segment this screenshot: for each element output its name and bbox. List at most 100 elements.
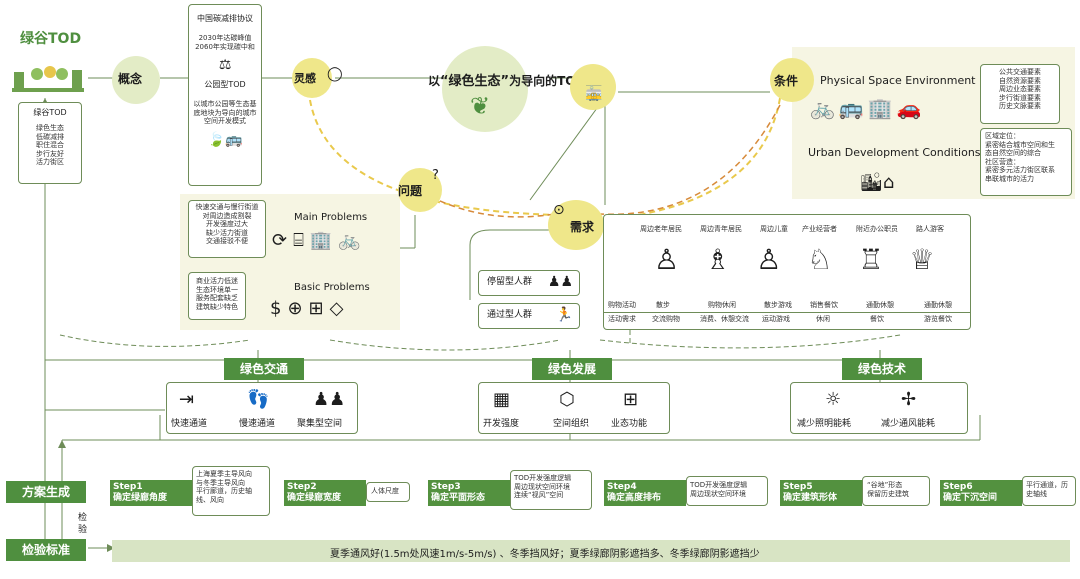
green-development-box: ▦ ⬡ ⊞ 开发强度 空间组织 业态功能 [478, 382, 670, 434]
physical-item: 公共交通要素 [999, 68, 1041, 76]
basic-problems-box: 商业活力低迷 生态环境单一 服务配套缺乏 建筑缺少特色 [188, 272, 246, 320]
step-note-line: 上海夏季主导风向 [196, 470, 252, 478]
strategy-item: 减少照明能耗 [797, 419, 852, 429]
basic-problems-title: Basic Problems [294, 282, 370, 293]
agreement-line: 2060年实现碳中和 [195, 42, 255, 51]
cube-icon: ⬡ [559, 389, 575, 410]
group-icon: ♟♟ [547, 274, 573, 290]
inspiration-node [292, 58, 332, 98]
left-keyword: 绿色生态 [36, 124, 64, 132]
wall-icon: ▦ [493, 389, 511, 410]
balance-scale-icon: ⚖ [218, 57, 232, 73]
left-keyword: 低碳减排 [36, 132, 64, 141]
basic-problem-line: 商业活力低迷 [196, 277, 238, 285]
row2-cell: 游览餐饮 [924, 315, 952, 323]
group-header: 路人游客 [916, 225, 944, 233]
center-title-quote: “绿色生态” [440, 74, 510, 89]
physical-title: Physical Space Environment [820, 74, 976, 87]
step-name: 确定高度排布 [607, 493, 662, 503]
grid-icon: ⊞ [623, 389, 639, 410]
green-technology-box: ☼ ✢ 减少照明能耗 减少通风能耗 [790, 382, 968, 434]
train-icon: 🚋 [585, 86, 603, 102]
step-note-line: 保留历史建筑 [867, 489, 909, 498]
urban-item: 紧密结合城市空间和生 [985, 140, 1055, 149]
needs-label: 需求 [570, 220, 595, 234]
center-title-pre: 以 [428, 74, 441, 88]
step-number: Step5 [783, 482, 813, 492]
urban-title: Urban Development Conditions [808, 146, 981, 159]
step-note-line: 平行廊道，历史轴 [196, 487, 252, 495]
green-traffic-box: ⇥ 👣 ♟♟ 快速通道 慢速通道 聚集型空间 [166, 382, 358, 434]
concept-node [112, 56, 160, 104]
step-note-line: 线、风向 [196, 495, 224, 504]
step-5-note: “谷地”形态 保留历史建筑 [862, 476, 930, 506]
basic-problem-line: 服务配套缺乏 [196, 294, 238, 302]
bulb-icon: ◯ [327, 66, 343, 82]
runner-icon: 🏃 [555, 307, 573, 323]
step-number: Step4 [607, 482, 637, 492]
search-icon: ⊙ [553, 202, 565, 218]
fast-lane-icon: ⇥ [179, 389, 195, 410]
step-note-line: 连续“视风”空间 [514, 491, 564, 499]
park-tod-line: 空间开发模式 [204, 117, 246, 125]
row2-cell: 消费、休憩交流 [700, 315, 749, 323]
physical-item: 历史文脉要素 [999, 102, 1041, 110]
physical-item: 自然资源要素 [999, 76, 1041, 85]
main-problem-line: 快速交通与慢行街道 [195, 203, 259, 211]
basic-problem-line: 生态环境单一 [196, 285, 238, 294]
urban-item: 紧密多元活力街区联系 [985, 166, 1055, 174]
main-problem-line: 交通接驳不便 [206, 237, 248, 245]
basic-problem-line: 建筑缺少特色 [196, 302, 238, 311]
step-note-line: TOD开发强度逻辑 [690, 481, 748, 489]
strategy-item: 业态功能 [611, 419, 648, 429]
urban-item: 态自然空间的综合 [985, 149, 1041, 157]
concept-box: 中国碳减排协议 2030年达碳峰值 2060年实现碳中和 ⚖ 公园型TOD 以城… [188, 4, 262, 186]
standard-text: 夏季通风好(1.5m处风速1m/s-5m/s) 、冬季挡风好；夏季绿廊阴影遮挡多… [330, 549, 760, 560]
green-technology-tag: 绿色技术 [842, 358, 922, 380]
left-keyword: 活力街区 [36, 158, 64, 166]
step-note-line: 周边现状空间环境 [690, 489, 746, 498]
step-name: 确定下沉空间 [943, 493, 998, 503]
step-note-line: “谷地”形态 [867, 481, 903, 489]
stay-type-label: 停留型人群 [487, 277, 533, 287]
step-1-note: 上海夏季主导风向 与冬季主导风向 平行廊道，历史轴 线、风向 [192, 466, 270, 516]
park-tod-title: 公园型TOD [204, 80, 246, 89]
pass-type-box: 通过型人群 🏃 [478, 303, 580, 329]
main-problem-line: 开发强度过大 [206, 220, 248, 228]
step-2-note: 人体尺度 [366, 482, 410, 502]
group-header: 附近办公职员 [856, 225, 898, 233]
step-note-line: 人体尺度 [371, 487, 399, 495]
concept-label: 概念 [118, 72, 143, 86]
row1-cell: 销售餐饮 [810, 301, 838, 309]
row1-cell: 通勤休憩 [924, 301, 952, 309]
main-problems-title: Main Problems [294, 212, 368, 223]
step-3-note: TOD开发强度逻辑 周边现状空间环境 连续“视风”空间 [510, 470, 592, 510]
left-keyword: 步行友好 [36, 149, 64, 158]
people-silhouettes-icon: ♙♗♙♘♖♕ [654, 243, 961, 276]
left-keywords-box: 绿谷TOD 绿色生态 低碳减排 职住混合 步行友好 活力街区 [18, 102, 82, 184]
step-number: Step3 [431, 482, 461, 492]
check-text: 检验 [78, 513, 88, 535]
conditions-label: 条件 [774, 74, 799, 88]
step-name: 确定平面形态 [431, 493, 486, 503]
leaf-bus-icon: 🍃🚌 [207, 131, 243, 148]
row2-cell: 交流购物 [652, 315, 680, 323]
row1-cell: 散步游戏 [764, 301, 792, 309]
step-name: 确定绿廊宽度 [287, 493, 342, 503]
standard-tag: 检验标准 [6, 539, 86, 561]
urban-list-box: 区域定位： 紧密结合城市空间和生 态自然空间的综合 社区营造： 紧密多元活力街区… [980, 128, 1072, 196]
row2-label: 活动需求 [608, 315, 636, 323]
transport-icons: 🚲🚌🏢🚗 [810, 96, 926, 120]
row1-cell: 通勤休憩 [866, 301, 894, 309]
row1-cell: 购物休闲 [708, 301, 736, 309]
fan-icon: ✢ [901, 389, 917, 410]
question-icon: ? [432, 168, 439, 183]
step-note-line: 史轴线 [1026, 489, 1047, 498]
left-keyword: 职住混合 [36, 141, 64, 149]
tod-node [570, 64, 616, 110]
row1-label: 购物活动 [608, 301, 636, 309]
group-header: 周边老年居民 [640, 225, 682, 233]
